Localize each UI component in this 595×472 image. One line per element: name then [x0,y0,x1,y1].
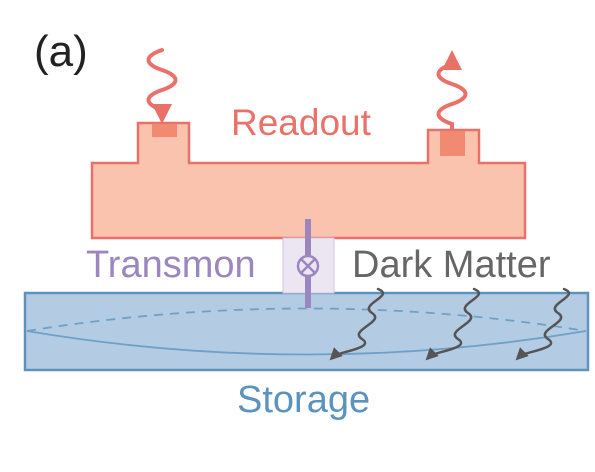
storage-mode-dashed [26,307,587,332]
dark-matter-wave-2 [425,287,481,361]
dark-matter-label: Dark Matter [352,244,551,286]
dark-matter-wave-3 [515,287,571,361]
storage-label: Storage [237,379,371,421]
circled-x-icon [296,254,320,278]
readout-input-port [152,124,177,137]
incoming-photon-wave [146,48,178,124]
readout-label: Readout [231,102,371,143]
readout-cavity [90,121,527,240]
transmon-label: Transmon [86,244,256,286]
dark-matter-wave-1 [329,287,385,361]
outgoing-photon-wave [436,50,468,130]
readout-output-port [440,131,465,156]
panel-label: (a) [34,27,88,76]
storage-mode-solid [26,330,587,356]
